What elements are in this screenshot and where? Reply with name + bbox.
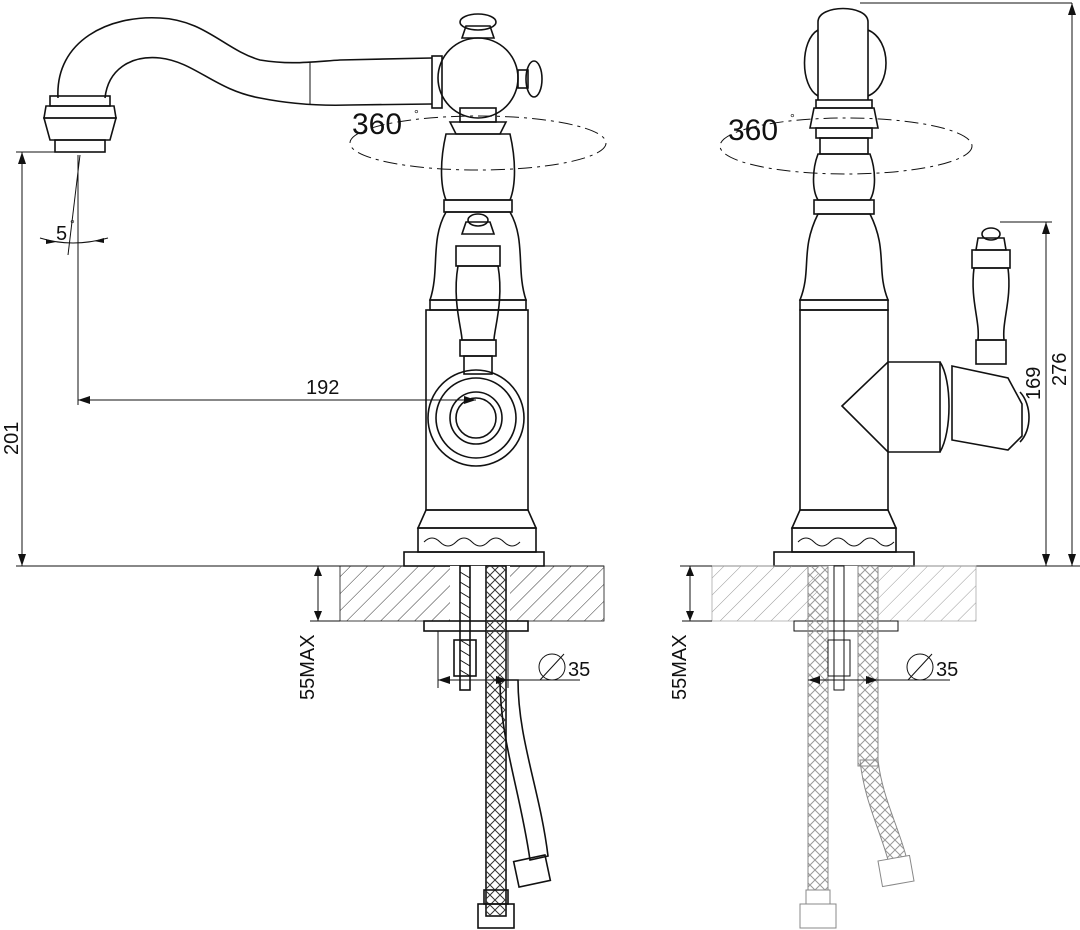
front-spout [42,17,433,153]
side-rotation-indicator: 360 ° [719,111,973,175]
side-hole-diameter-label: 35 [936,659,958,681]
front-angle-dimension: 5 ° [39,154,109,405]
front-angle-label: 5 [56,223,67,245]
svg-text:°: ° [414,107,419,121]
side-body [773,153,915,567]
front-height-label: 201 [1,422,23,455]
front-rotation-label: 360 [352,108,402,141]
side-spout [803,2,1072,155]
side-total-height-dimension: 276 [1049,3,1076,566]
side-handle [840,227,1030,453]
side-view: 360 ° 276 169 55MAX [669,2,1080,929]
front-deck-max-label: 55MAX [297,634,319,700]
front-reach-dimension: 192 [78,377,476,404]
side-mounting-hardware: 35 [799,565,958,929]
front-hole-diameter-label: 35 [568,659,590,681]
front-handle [427,213,525,467]
front-reach-label: 192 [306,377,339,399]
side-deck-max-label: 55MAX [669,634,691,700]
side-handle-height-label: 169 [1023,367,1045,400]
front-height-dimension: 201 [1,151,60,566]
front-deck: 55MAX [16,565,605,700]
front-mounting-hardware: 35 [437,565,590,929]
side-handle-height-dimension: 169 [1000,221,1052,566]
front-view: 360 ° 5 ° 192 201 [1,13,607,929]
front-rotation-indicator: 360 ° [349,107,607,171]
svg-text:°: ° [70,217,75,231]
svg-text:°: ° [790,111,795,125]
side-total-height-label: 276 [1049,353,1071,386]
side-rotation-label: 360 [728,114,778,147]
front-lower-body [403,309,545,567]
front-upper-body [428,133,528,311]
front-spout-hub [431,13,543,135]
